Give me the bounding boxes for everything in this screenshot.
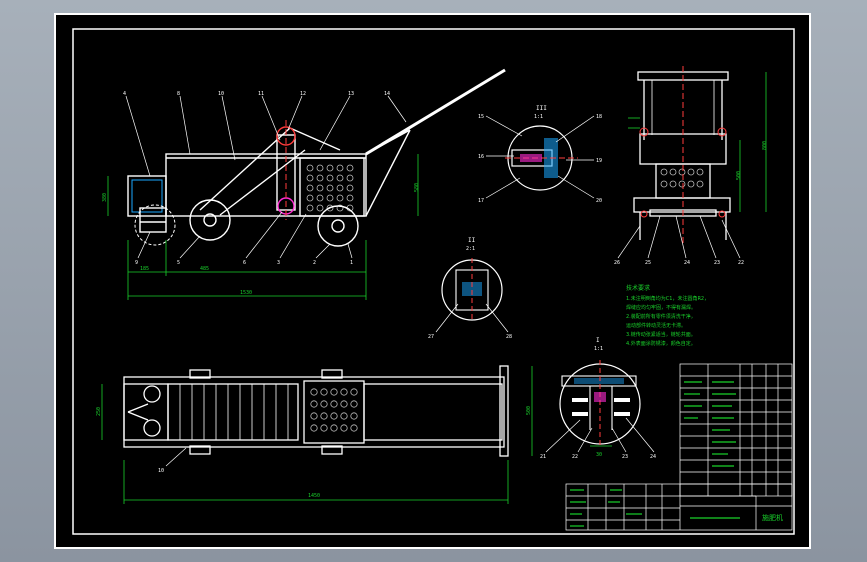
callout-side-12: 1: [350, 260, 353, 266]
end-view-callout-leaders: [617, 215, 741, 259]
callout-plan-0: 10: [158, 468, 164, 474]
detail-i-title: I: [596, 337, 600, 344]
callout-i-3: 24: [650, 454, 656, 460]
callout-side-2: 10: [218, 91, 224, 97]
callout-i-1: 22: [572, 454, 578, 460]
dim-end-height: 800: [762, 141, 768, 150]
end-view-dimensions: [628, 72, 767, 212]
dim-side-left-b: 485: [200, 266, 209, 272]
title-block-drawing-name: 施肥机: [762, 513, 783, 522]
notes-title: 技术要求: [626, 284, 650, 292]
callout-iii-5: 20: [596, 198, 602, 204]
callout-iii-1: 16: [478, 154, 484, 160]
end-view-red-marks: [639, 66, 727, 246]
dim-plan-width-right: 500: [526, 406, 532, 415]
plan-callout-leader: [165, 447, 187, 467]
detail-ii: [435, 258, 509, 333]
notes-line-0: 1.未注明倒角均为C1，未注圆角R2，: [626, 295, 709, 302]
dim-end-width: 500: [736, 171, 742, 180]
dim-side-overall: 1530: [240, 290, 252, 296]
detail-ii-title: II: [468, 237, 476, 244]
callout-side-6: 14: [384, 91, 390, 97]
detail-i: [545, 360, 655, 453]
notes-line-3: 运动部件转动灵活无卡滞。: [626, 322, 686, 329]
callout-side-5: 13: [348, 91, 354, 97]
callout-side-9: 6: [243, 260, 246, 266]
callout-ii-1: 28: [506, 334, 512, 340]
parts-list-text: [684, 381, 736, 467]
drawing-border: [72, 28, 795, 535]
callout-side-1: 8: [177, 91, 180, 97]
callout-i-0: 21: [540, 454, 546, 460]
dim-side-height-right: 580: [414, 183, 420, 192]
callout-side-0: 4: [123, 91, 126, 97]
notes-line-5: 4.外表面涂防锈漆，颜色自定。: [626, 340, 696, 347]
title-block: [565, 483, 793, 531]
callout-side-4: 12: [300, 91, 306, 97]
callout-iii-3: 18: [596, 114, 602, 120]
callout-end-4: 22: [738, 260, 744, 266]
callout-i-2: 23: [622, 454, 628, 460]
callout-iii-4: 19: [596, 158, 602, 164]
side-view: [127, 68, 506, 247]
dim-plan-overall: 1450: [308, 493, 320, 499]
detail-ii-scale: 2:1: [466, 246, 475, 252]
detail-iii-title: III: [536, 105, 547, 112]
title-block-text: [570, 489, 740, 527]
callout-side-3: 11: [258, 91, 264, 97]
side-view-callouts: [125, 95, 407, 259]
notes-line-2: 2.装配前所有零件须清洗干净，: [626, 313, 696, 320]
dim-detail-i-gap: 30: [596, 452, 602, 458]
technical-notes: 技术要求 1.未注明倒角均为C1，未注圆角R2， 焊缝应均匀牢固，不得有漏焊。 …: [626, 284, 709, 347]
paper: [54, 13, 811, 549]
callout-ii-0: 27: [428, 334, 434, 340]
callout-iii-0: 15: [478, 114, 484, 120]
plan-view: [123, 365, 509, 457]
detail-i-scale: 1:1: [594, 346, 603, 352]
callout-iii-2: 17: [478, 198, 484, 204]
callout-side-10: 3: [277, 260, 280, 266]
callout-end-2: 24: [684, 260, 690, 266]
dim-side-height-left: 380: [102, 193, 108, 202]
plan-view-dimensions: [101, 366, 533, 504]
callout-end-0: 26: [614, 260, 620, 266]
side-view-dimensions: [107, 154, 419, 300]
callout-side-11: 2: [313, 260, 316, 266]
detail-iii: [485, 115, 595, 199]
detail-iii-scale: 1:1: [534, 114, 543, 120]
dim-side-left-a: 185: [140, 266, 149, 272]
callout-end-1: 25: [645, 260, 651, 266]
callout-side-8: 5: [177, 260, 180, 266]
notes-line-4: 3.链传动张紧适当，链轮共面。: [626, 331, 696, 338]
dim-plan-width-left: 250: [96, 407, 102, 416]
callout-end-3: 23: [714, 260, 720, 266]
callout-side-7: 9: [135, 260, 138, 266]
notes-line-1: 焊缝应均匀牢固，不得有漏焊。: [626, 304, 696, 311]
